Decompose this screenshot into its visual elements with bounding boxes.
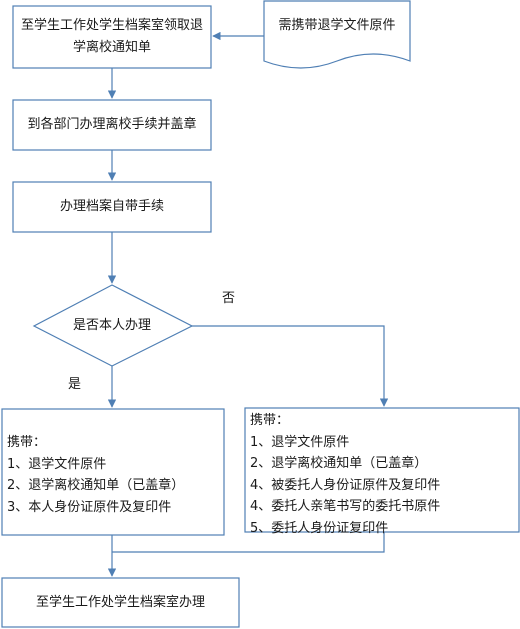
decision-label: 是否本人办理 xyxy=(72,318,151,333)
proxy-list-item: 1、退学文件原件 xyxy=(250,434,350,450)
need-original-document-shape xyxy=(263,0,411,69)
self-list-box xyxy=(1,408,225,536)
arrow-proxy-list-to-final xyxy=(112,532,385,553)
self-list-heading: 携带： xyxy=(7,435,47,450)
need-original-label: 需携带退学文件原件 xyxy=(278,18,396,33)
proxy-list-box xyxy=(244,407,520,533)
get-notice-box xyxy=(12,5,212,69)
proxy-list-item: 2、退学离校通知单（已盖章） xyxy=(250,456,428,471)
edge-label-yes: 是 xyxy=(68,377,82,392)
proxy-list-item: 4、委托人亲笔书写的委托书原件 xyxy=(250,499,441,514)
arrow-decision-no xyxy=(192,325,389,407)
proxy-carry-list: 携带： 1、退学文件原件 2、退学离校通知单（已盖章） 4、被委托人身份证原件及… xyxy=(250,410,440,539)
final-box xyxy=(1,577,240,628)
proxy-list-item: 4、被委托人身份证原件及复印件 xyxy=(250,477,441,493)
self-list-item: 3、本人身份证原件及复印件 xyxy=(7,499,172,515)
self-carry-label: 办理档案自带手续 xyxy=(59,199,164,214)
dept-procedures-label: 到各部门办理离校手续并盖章 xyxy=(27,117,197,132)
get-notice-label: 至学生工作处学生档案室领取退学离校通知单 xyxy=(20,18,203,55)
edge-label-no: 否 xyxy=(222,291,236,306)
proxy-list-item: 5、委托人身份证复印件 xyxy=(250,520,389,536)
proxy-list-heading: 携带： xyxy=(250,413,290,428)
self-carry-box xyxy=(12,181,212,233)
final-label: 至学生工作处学生档案室办理 xyxy=(35,594,205,610)
self-list-item: 1、退学文件原件 xyxy=(7,456,107,472)
self-list-item: 2、退学离校通知单（已盖章） xyxy=(7,478,185,493)
self-carry-list: 携带： 1、退学文件原件 2、退学离校通知单（已盖章） 3、本人身份证原件及复印… xyxy=(7,432,184,518)
